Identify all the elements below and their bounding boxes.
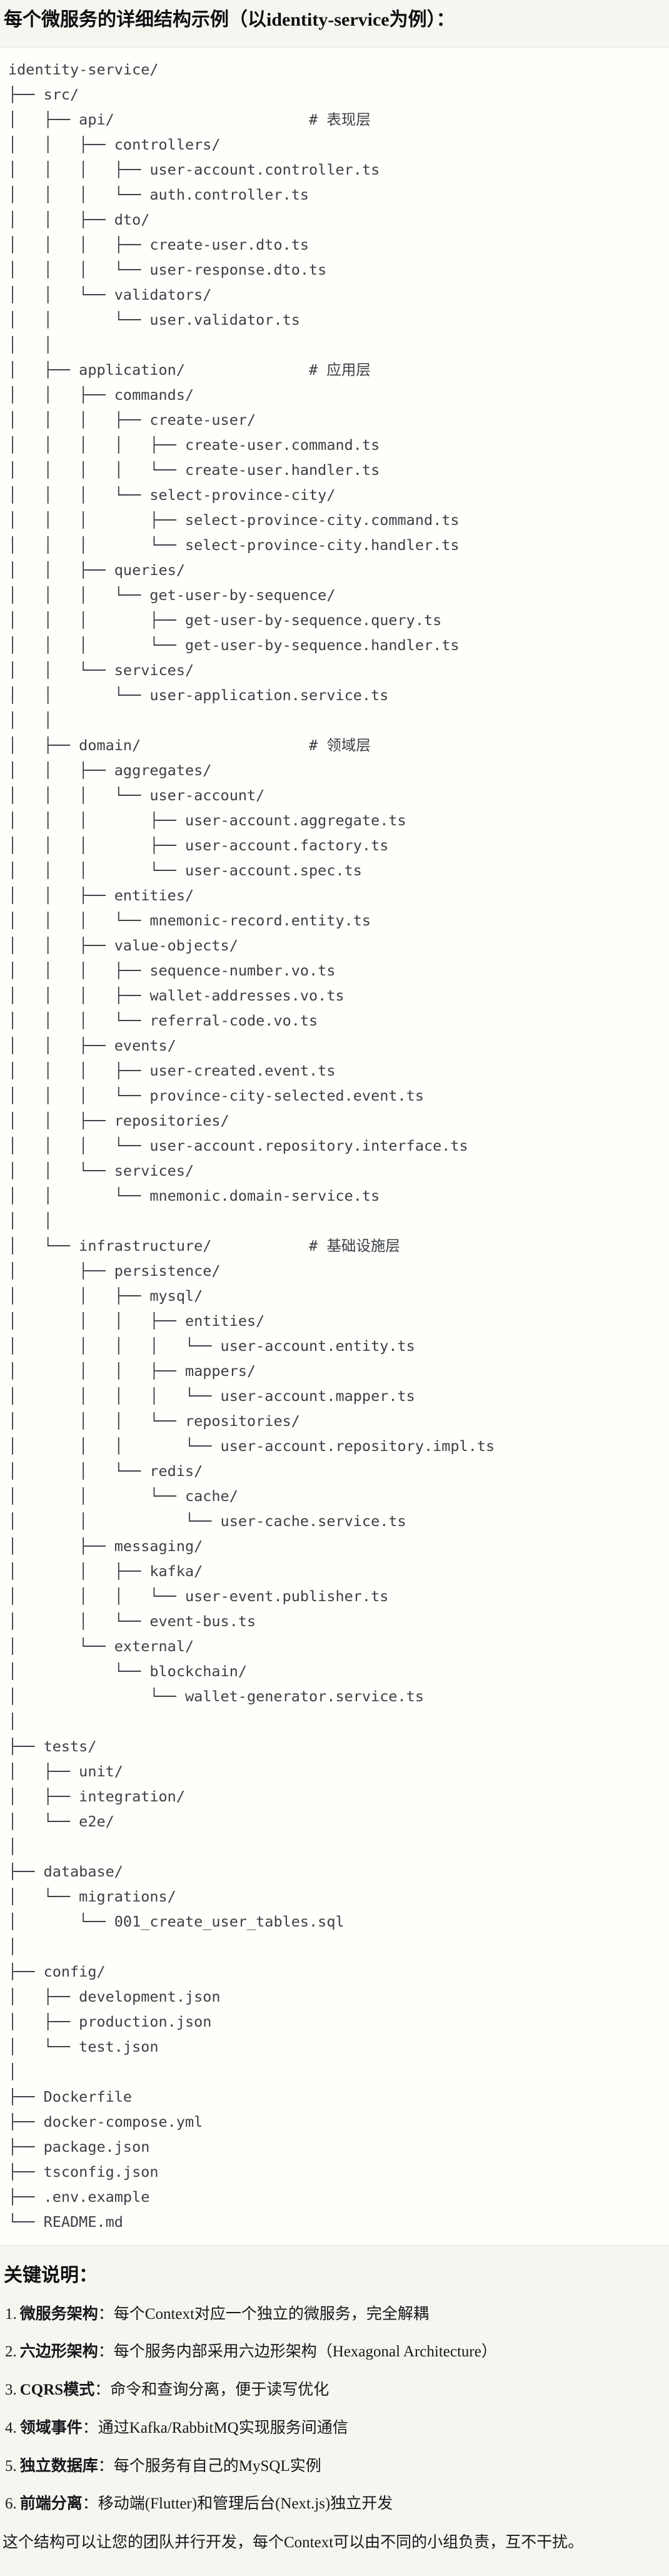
note-description: ：每个服务内部采用六边形架构（Hexagonal Architecture） — [98, 2343, 497, 2361]
note-term: 独立数据库 — [19, 2457, 98, 2475]
note-item: 1.微服务架构：每个Context对应一个独立的微服务，完全解耦 — [5, 2304, 669, 2325]
note-item: 6.前端分离：移动端(Flutter)和管理后台(Next.js)独立开发 — [5, 2493, 669, 2515]
directory-tree: identity-service/ ├── src/ │ ├── api/ # … — [8, 60, 495, 2231]
note-number: 3. — [5, 2381, 17, 2398]
note-description: ：命令和查询分离，便于读写优化 — [94, 2381, 329, 2398]
note-description: ：移动端(Flutter)和管理后台(Next.js)独立开发 — [82, 2495, 393, 2513]
note-description: ：每个Context对应一个独立的微服务，完全解耦 — [98, 2305, 429, 2323]
note-description: ：通过Kafka/RabbitMQ实现服务间通信 — [82, 2419, 348, 2436]
note-term: CQRS模式 — [19, 2381, 95, 2398]
directory-tree-block: identity-service/ ├── src/ │ ├── api/ # … — [0, 46, 669, 2246]
note-term: 领域事件 — [19, 2419, 83, 2436]
note-term: 微服务架构 — [19, 2305, 98, 2323]
note-number: 2. — [5, 2343, 17, 2361]
note-number: 6. — [5, 2495, 17, 2513]
note-description: ：每个服务有自己的MySQL实例 — [98, 2457, 321, 2475]
notes-title: 关键说明： — [4, 2264, 98, 2286]
note-term: 六边形架构 — [19, 2343, 98, 2361]
note-item: 4.领域事件：通过Kafka/RabbitMQ实现服务间通信 — [5, 2418, 669, 2439]
page-title: 每个微服务的详细结构示例（以identity-service为例）： — [4, 9, 455, 30]
note-number: 5. — [5, 2457, 17, 2475]
note-item: 5.独立数据库：每个服务有自己的MySQL实例 — [5, 2456, 669, 2477]
note-term: 前端分离 — [19, 2495, 83, 2513]
closing-paragraph: 这个结构可以让您的团队并行开发，每个Context可以由不同的小组负责，互不干扰… — [3, 2534, 584, 2551]
note-number: 1. — [5, 2305, 17, 2323]
note-item: 2.六边形架构：每个服务内部采用六边形架构（Hexagonal Architec… — [5, 2341, 669, 2363]
note-number: 4. — [5, 2419, 17, 2436]
note-item: 3.CQRS模式：命令和查询分离，便于读写优化 — [5, 2380, 669, 2401]
